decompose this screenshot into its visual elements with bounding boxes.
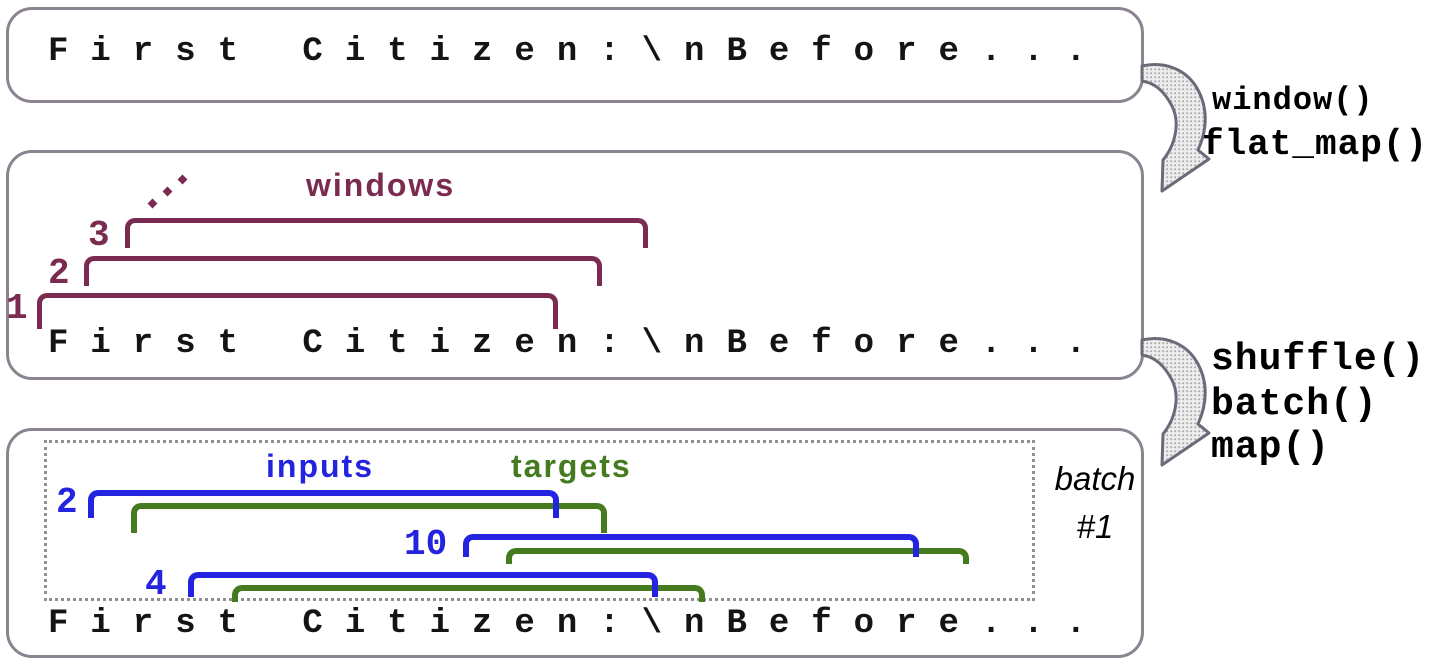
windows-source-text: First Citizen:\nBefore... [48, 325, 1109, 363]
curved-arrow-icon [1140, 63, 1211, 193]
source-text: First Citizen:\nBefore... [48, 33, 1109, 71]
target-bracket [131, 503, 607, 533]
input-bracket [88, 490, 559, 518]
batch-box [6, 428, 1144, 658]
example-length-label: 10 [404, 524, 448, 565]
batch-caption-line2: #1 [1076, 508, 1114, 545]
inputs-label: inputs [266, 448, 374, 484]
window-bracket [37, 293, 558, 329]
target-bracket [232, 585, 705, 602]
window-bracket [84, 256, 602, 286]
operation-label-map: map() [1211, 426, 1331, 469]
example-length-label: 4 [145, 564, 167, 605]
target-bracket [506, 548, 969, 564]
input-bracket [188, 572, 658, 597]
curved-arrow-icon [1140, 337, 1211, 467]
windows-box [6, 150, 1144, 380]
operation-label-shuffle: shuffle() [1211, 338, 1426, 381]
example-length-label: 2 [56, 482, 78, 523]
windows-label: windows [306, 167, 456, 203]
window-number: 1 [6, 288, 28, 329]
batch-region-outline [44, 440, 1035, 601]
operation-label-batch: batch() [1211, 383, 1378, 426]
window-number: 3 [88, 215, 110, 256]
input-bracket [463, 534, 919, 557]
window-number: 2 [48, 253, 70, 294]
source-text-box [6, 7, 1144, 103]
batch-caption-line1: batch [1054, 460, 1136, 497]
operation-label-flat-map: flat_map() [1202, 124, 1429, 165]
window-bracket [125, 218, 648, 248]
operation-label-window: window() [1212, 82, 1374, 119]
targets-label: targets [511, 448, 632, 484]
batch-source-text: First Citizen:\nBefore... [48, 605, 1109, 643]
